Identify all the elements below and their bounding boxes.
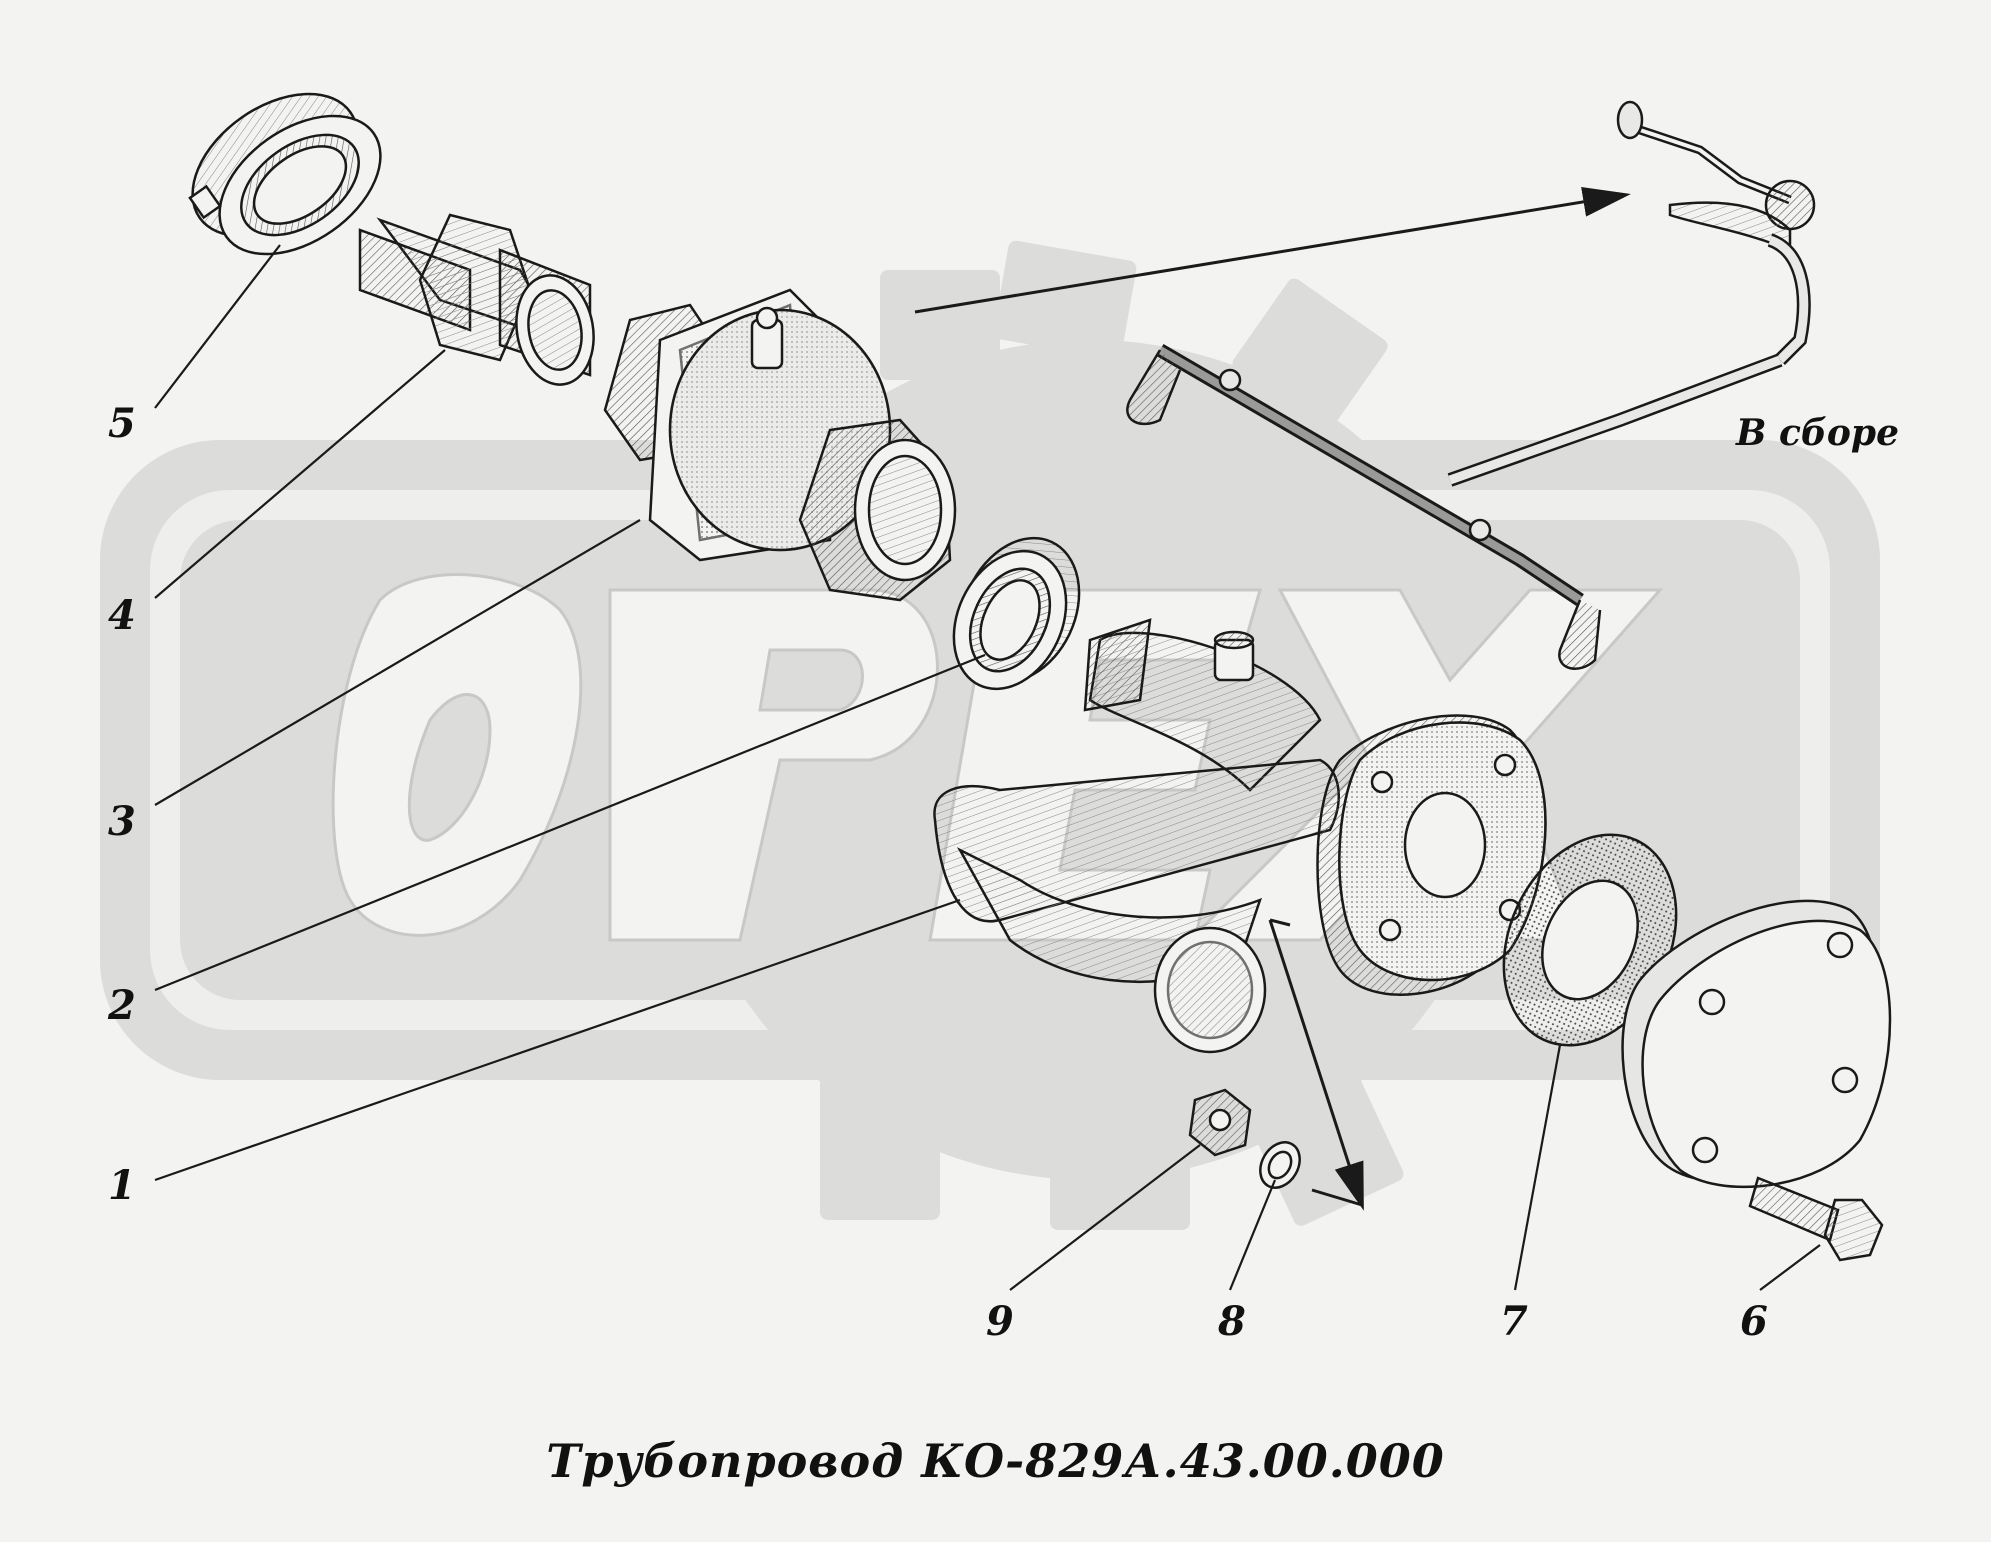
callout-2: 2 bbox=[108, 982, 136, 1029]
part-6-bolt bbox=[1748, 1176, 1884, 1262]
part-9-nut bbox=[1188, 1088, 1252, 1157]
leader-8 bbox=[1228, 1179, 1277, 1291]
callout-8: 8 bbox=[1218, 1298, 1246, 1345]
leader-7 bbox=[1513, 1044, 1562, 1291]
cover-plate bbox=[1621, 899, 1892, 1189]
leader-5 bbox=[154, 244, 281, 409]
part-5-union-nut bbox=[188, 92, 382, 256]
leader-9 bbox=[1009, 1144, 1201, 1291]
bolt-set-indicator bbox=[1268, 918, 1364, 1211]
callout-5: 5 bbox=[108, 400, 136, 447]
part-1-bent-pipe bbox=[933, 618, 1547, 1054]
leader-lines bbox=[154, 244, 1821, 1291]
callout-7: 7 bbox=[1500, 1298, 1528, 1345]
part-8-washer bbox=[1259, 1141, 1301, 1189]
assembly-label: В сборе bbox=[1736, 412, 1899, 454]
callout-9: 9 bbox=[986, 1298, 1014, 1345]
assembly-arrow bbox=[914, 187, 1631, 314]
leader-4 bbox=[154, 349, 446, 599]
leader-1 bbox=[154, 898, 961, 1182]
part-4-threaded-nipple bbox=[358, 213, 595, 386]
leader-6 bbox=[1759, 1244, 1821, 1291]
callout-1: 1 bbox=[108, 1162, 136, 1209]
assembled-view bbox=[1126, 100, 1816, 670]
callout-6: 6 bbox=[1740, 1298, 1768, 1345]
leader-3 bbox=[154, 519, 641, 806]
part-3-valve-body bbox=[603, 288, 957, 602]
callout-3: 3 bbox=[108, 798, 136, 845]
leader-2 bbox=[154, 653, 986, 992]
callout-4: 4 bbox=[108, 592, 136, 639]
diagram-caption: Трубопровод КО-829А.43.00.000 bbox=[546, 1434, 1445, 1488]
part-2-lock-nut bbox=[952, 536, 1081, 691]
